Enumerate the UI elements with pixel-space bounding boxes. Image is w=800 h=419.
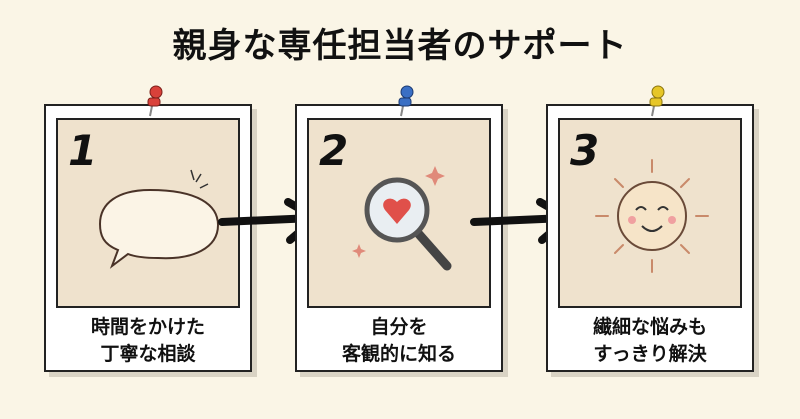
step-caption: 時間をかけた丁寧な相談: [90, 316, 205, 365]
step-card-2: 2 自分を客観的に知る: [295, 85, 503, 372]
speech-bubble-icon: [98, 169, 220, 269]
pushpin-icon: [147, 85, 163, 117]
pushpin-icon: [649, 85, 665, 117]
step-card-3: 3 繊細な悩みもすっきり解決: [546, 85, 754, 372]
page-title: 親身な専任担当者のサポート: [172, 26, 628, 66]
pushpin-icon: [398, 85, 414, 117]
step-number: 3: [570, 126, 600, 175]
step-photo: 2: [307, 118, 491, 308]
step-card-1: 1 時間をかけた丁寧な相談: [44, 85, 252, 372]
step-number: 1: [68, 126, 98, 175]
step-photo: 1: [56, 118, 240, 308]
step-number: 2: [319, 126, 349, 175]
step-caption: 自分を客観的に知る: [341, 316, 456, 365]
step-photo: 3: [558, 118, 742, 308]
step-caption: 繊細な悩みもすっきり解決: [592, 316, 707, 365]
magnifier-heart-icon: [352, 166, 452, 271]
smiling-sun-icon: [595, 159, 709, 273]
